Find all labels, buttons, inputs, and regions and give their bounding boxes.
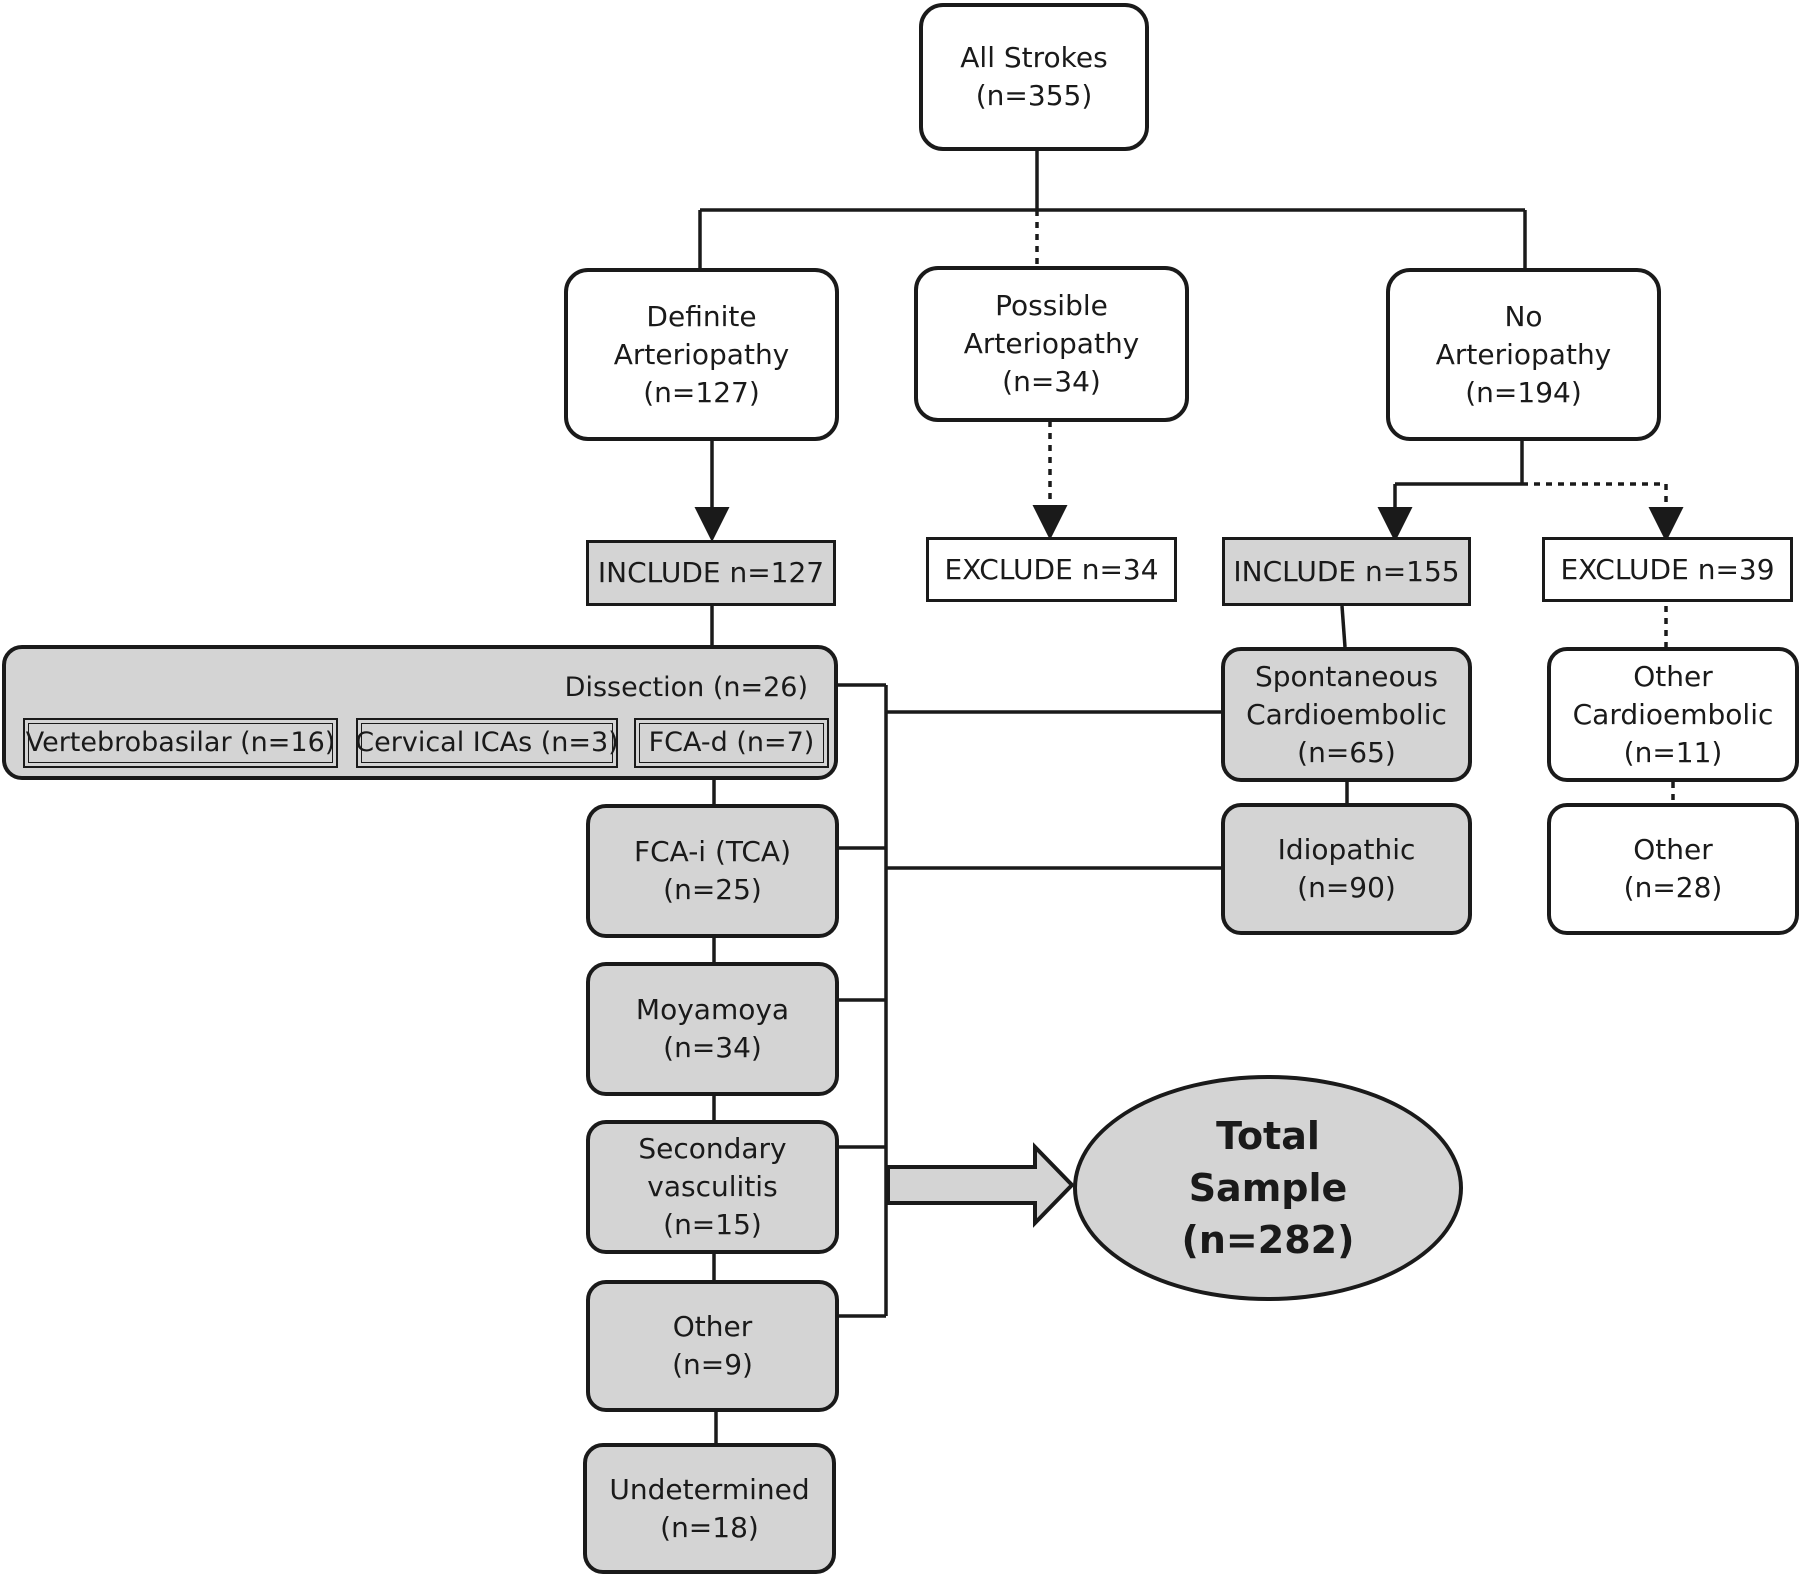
exclude-none-label: EXCLUDE n=39 — [1560, 552, 1775, 586]
other-definite-count: (n=9) — [672, 1348, 753, 1381]
no-arteriopathy-box: No Arteriopathy (n=194) — [1386, 268, 1661, 441]
idiopathic-count: (n=90) — [1297, 871, 1396, 904]
definite-line2: Arteriopathy — [613, 337, 790, 371]
undetermined-box: Undetermined (n=18) — [583, 1443, 836, 1574]
spontaneous-line1: Spontaneous — [1255, 659, 1438, 693]
other-cardioembolic-line1: Other — [1633, 659, 1713, 693]
undetermined-label: Undetermined — [609, 1472, 810, 1506]
spontaneous-count: (n=65) — [1297, 735, 1396, 769]
possible-count: (n=34) — [1002, 365, 1101, 398]
undetermined-count: (n=18) — [660, 1510, 759, 1544]
idiopathic-label: Idiopathic — [1277, 833, 1416, 866]
exclude-possible-label: EXCLUDE n=34 — [944, 552, 1159, 586]
spontaneous-cardioembolic-box: Spontaneous Cardioembolic (n=65) — [1221, 647, 1472, 782]
total-line2: Sample — [1188, 1166, 1348, 1210]
include-definite-box: INCLUDE n=127 — [586, 540, 836, 606]
exclude-possible-box: EXCLUDE n=34 — [926, 537, 1177, 602]
definite-count: (n=127) — [643, 375, 760, 409]
fca-i-count: (n=25) — [663, 873, 762, 906]
other-definite-label: Other — [672, 1310, 753, 1343]
include-none-box: INCLUDE n=155 — [1222, 537, 1471, 606]
total-count: (n=282) — [1181, 1218, 1355, 1262]
dissection-title: Dissection (n=26) — [564, 672, 808, 703]
vertebrobasilar-label: Vertebrobasilar (n=16) — [25, 727, 336, 758]
possible-line1: Possible — [995, 289, 1108, 322]
spontaneous-line2: Cardioembolic — [1246, 697, 1447, 731]
fca-i-box: FCA-i (TCA) (n=25) — [586, 804, 839, 938]
other-excluded-count: (n=28) — [1623, 871, 1723, 904]
fca-i-label: FCA-i (TCA) — [634, 835, 791, 868]
moyamoya-label: Moyamoya — [635, 993, 790, 1026]
definite-line1: Definite — [646, 299, 757, 333]
dissection-box: Dissection (n=26) Vertebrobasilar (n=16)… — [2, 645, 838, 780]
fca-d-label: FCA-d (n=7) — [648, 727, 815, 758]
secondary-line1: Secondary — [638, 1132, 787, 1165]
all-strokes-label: All Strokes — [960, 41, 1108, 74]
other-cardioembolic-count: (n=11) — [1623, 735, 1723, 769]
other-definite-box: Other (n=9) — [586, 1280, 839, 1412]
secondary-line2: vasculitis — [647, 1170, 778, 1203]
secondary-vasculitis-box: Secondary vasculitis (n=15) — [586, 1120, 839, 1254]
total-sample-ellipse: Total Sample (n=282) — [1073, 1075, 1463, 1301]
possible-line2: Arteriopathy — [963, 327, 1140, 360]
all-strokes-count: (n=355) — [975, 79, 1093, 112]
no-arteriopathy-count: (n=194) — [1465, 375, 1582, 409]
include-none-label: INCLUDE n=155 — [1233, 554, 1460, 588]
secondary-count: (n=15) — [663, 1208, 762, 1241]
all-strokes-box: All Strokes (n=355) — [919, 3, 1149, 151]
other-cardioembolic-box: Other Cardioembolic (n=11) — [1547, 647, 1799, 782]
other-excluded-label: Other — [1633, 833, 1713, 866]
idiopathic-box: Idiopathic (n=90) — [1221, 803, 1472, 935]
cervical-icas-label: Cervical ICAs (n=3) — [355, 727, 619, 758]
include-definite-label: INCLUDE n=127 — [597, 556, 825, 589]
total-line1: Total — [1216, 1114, 1320, 1158]
no-arteriopathy-line1: No — [1504, 299, 1543, 333]
other-excluded-box: Other (n=28) — [1547, 803, 1799, 935]
possible-arteriopathy-box: Possible Arteriopathy (n=34) — [914, 266, 1189, 422]
cervical-icas-box: Cervical ICAs (n=3) — [355, 718, 619, 768]
definite-arteriopathy-box: Definite Arteriopathy (n=127) — [564, 268, 839, 441]
moyamoya-count: (n=34) — [663, 1031, 762, 1064]
moyamoya-box: Moyamoya (n=34) — [586, 962, 839, 1096]
fca-d-box: FCA-d (n=7) — [634, 718, 829, 768]
vertebrobasilar-box: Vertebrobasilar (n=16) — [23, 718, 338, 768]
exclude-none-box: EXCLUDE n=39 — [1542, 537, 1793, 602]
no-arteriopathy-line2: Arteriopathy — [1435, 337, 1612, 371]
other-cardioembolic-line2: Cardioembolic — [1572, 697, 1774, 731]
